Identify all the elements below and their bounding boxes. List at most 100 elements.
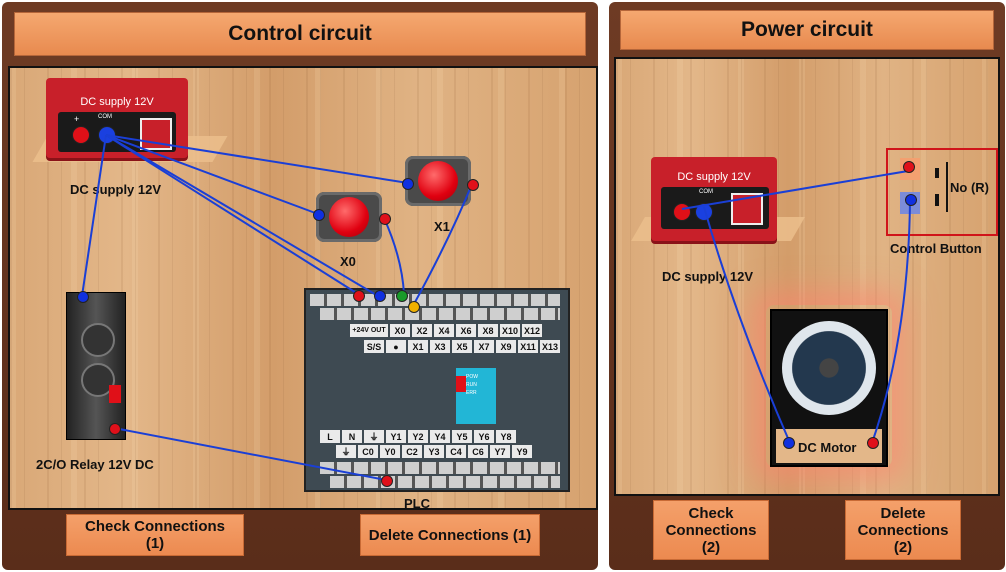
supply-face: + COM — [58, 112, 176, 152]
supply-com-text: COM — [699, 189, 713, 195]
relay-dial — [81, 363, 115, 397]
check-connections-2-button[interactable]: Check Connections (2) — [653, 500, 769, 560]
plc-terminal-label: Y8 — [496, 430, 516, 443]
plc-terminal-label: X2 — [412, 324, 432, 337]
plc-terminal-label: ⏚ — [364, 430, 384, 443]
plc-terminal-label: X0 — [390, 324, 410, 337]
plc-terminal-label: Y4 — [430, 430, 450, 443]
supply-face: COM — [661, 187, 769, 229]
plc-terminal-label: L — [320, 430, 340, 443]
relay-indicator — [109, 385, 121, 403]
wire-x0-plc[interactable] — [383, 217, 405, 295]
motor-label: DC Motor — [798, 440, 857, 455]
switch-label: No (R) — [950, 180, 989, 195]
plc-terminal-label: Y6 — [474, 430, 494, 443]
x1-push-button[interactable] — [405, 156, 471, 206]
plc-terminal-label: X9 — [496, 340, 516, 353]
plc-terminal-label: C2 — [402, 445, 422, 458]
relay-module — [66, 292, 126, 440]
power-circuit-panel: Power circuit DC supply 12V COM DC suppl… — [609, 2, 1005, 570]
plc-terminal-label: Y1 — [386, 430, 406, 443]
power-circuit-title: Power circuit — [620, 10, 994, 50]
x0-left-terminal[interactable] — [313, 209, 325, 221]
switch-contact — [935, 168, 939, 178]
plc-terminal-label: Y9 — [512, 445, 532, 458]
switch-contact — [935, 194, 939, 206]
plc-bottom-screws — [330, 476, 560, 488]
plc-status-pow: POW — [466, 374, 478, 380]
plc-terminal-label: X11 — [518, 340, 538, 353]
plc-terminal-label: X4 — [434, 324, 454, 337]
plc-terminal-y0[interactable] — [381, 475, 393, 487]
plc-status-err: ERR — [466, 390, 477, 396]
relay-top-terminal[interactable] — [77, 291, 89, 303]
plc-terminal-label: C0 — [358, 445, 378, 458]
plc-terminal-label: X8 — [478, 324, 498, 337]
plc-terminal-label: Y2 — [408, 430, 428, 443]
power-dc-supply: DC supply 12V COM — [651, 157, 777, 241]
relay-label: 2C/O Relay 12V DC — [36, 457, 154, 472]
supply-plus-text: + — [74, 114, 80, 124]
x1-button-cap[interactable] — [418, 161, 458, 201]
plc-terminal-label: +24V OUT — [350, 324, 388, 337]
x0-button-cap[interactable] — [329, 197, 369, 237]
control-button-top-terminal[interactable] — [903, 161, 915, 173]
supply-face-text: DC supply 12V — [677, 171, 751, 183]
plc-terminal-ss[interactable] — [374, 290, 386, 302]
power-supply-label: DC supply 12V — [662, 269, 754, 284]
control-circuit-panel: Control circuit DC supply 12V + COM DC s… — [2, 2, 598, 570]
plc-terminal-label: C6 — [468, 445, 488, 458]
x0-right-terminal[interactable] — [379, 213, 391, 225]
control-button-box: No (R) — [886, 148, 998, 236]
supply-positive-terminal[interactable] — [673, 203, 691, 221]
control-button-label: Control Button — [890, 241, 982, 256]
plc-unit: +24V OUT X0 X2 X4 X6 X8 X10 X12 S/S ● X1… — [304, 288, 570, 492]
plc-terminal-label: Y3 — [424, 445, 444, 458]
control-supply-label: DC supply 12V — [70, 182, 162, 197]
supply-power-switch[interactable] — [731, 193, 763, 225]
delete-connections-2-button[interactable]: Delete Connections (2) — [845, 500, 961, 560]
plc-bottom-row2: ⏚ C0 Y0 C2 Y3 C4 C6 Y7 Y9 — [336, 445, 532, 458]
control-workspace: DC supply 12V + COM DC supply 12V X0 X1 … — [8, 66, 598, 510]
plc-terminal-label: X6 — [456, 324, 476, 337]
relay-bottom-terminal[interactable] — [109, 423, 121, 435]
plc-terminal-label: X12 — [522, 324, 542, 337]
plc-terminal-label: C4 — [446, 445, 466, 458]
plc-terminal-x1[interactable] — [408, 301, 420, 313]
plc-terminal-label: Y7 — [490, 445, 510, 458]
x1-left-terminal[interactable] — [402, 178, 414, 190]
check-connections-1-button[interactable]: Check Connections (1) — [66, 514, 244, 556]
plc-top-row1: +24V OUT X0 X2 X4 X6 X8 X10 X12 — [350, 324, 542, 337]
supply-power-switch[interactable] — [140, 118, 172, 150]
plc-terminal-label: X7 — [474, 340, 494, 353]
control-circuit-title: Control circuit — [14, 12, 586, 56]
plc-terminal-label: Y5 — [452, 430, 472, 443]
plc-label: PLC — [404, 496, 430, 510]
plc-terminal-24v[interactable] — [353, 290, 365, 302]
switch-bar — [946, 162, 948, 212]
supply-com-terminal[interactable] — [695, 203, 713, 221]
motor-left-terminal[interactable] — [783, 437, 795, 449]
plc-terminal-label: X10 — [500, 324, 520, 337]
fan-icon — [782, 321, 876, 415]
plc-terminal-label: S/S — [364, 340, 384, 353]
delete-connections-1-button[interactable]: Delete Connections (1) — [360, 514, 540, 556]
supply-com-terminal[interactable] — [98, 126, 116, 144]
plc-indicator — [456, 376, 466, 392]
control-button-bottom-terminal[interactable] — [905, 194, 917, 206]
x0-label: X0 — [340, 254, 356, 269]
plc-terminal-label: Y0 — [380, 445, 400, 458]
plc-terminal-x0[interactable] — [396, 290, 408, 302]
x0-push-button[interactable] — [316, 192, 382, 242]
motor-right-terminal[interactable] — [867, 437, 879, 449]
x1-right-terminal[interactable] — [467, 179, 479, 191]
plc-terminal-label: X5 — [452, 340, 472, 353]
supply-positive-terminal[interactable] — [72, 126, 90, 144]
plc-top-screws — [310, 294, 560, 306]
plc-status-run: RUN — [466, 382, 477, 388]
supply-com-text: COM — [98, 114, 112, 120]
plc-terminal-label: N — [342, 430, 362, 443]
plc-terminal-label: X1 — [408, 340, 428, 353]
plc-terminal-label: X3 — [430, 340, 450, 353]
power-workspace: DC supply 12V COM DC supply 12V No (R) C… — [614, 57, 1000, 496]
